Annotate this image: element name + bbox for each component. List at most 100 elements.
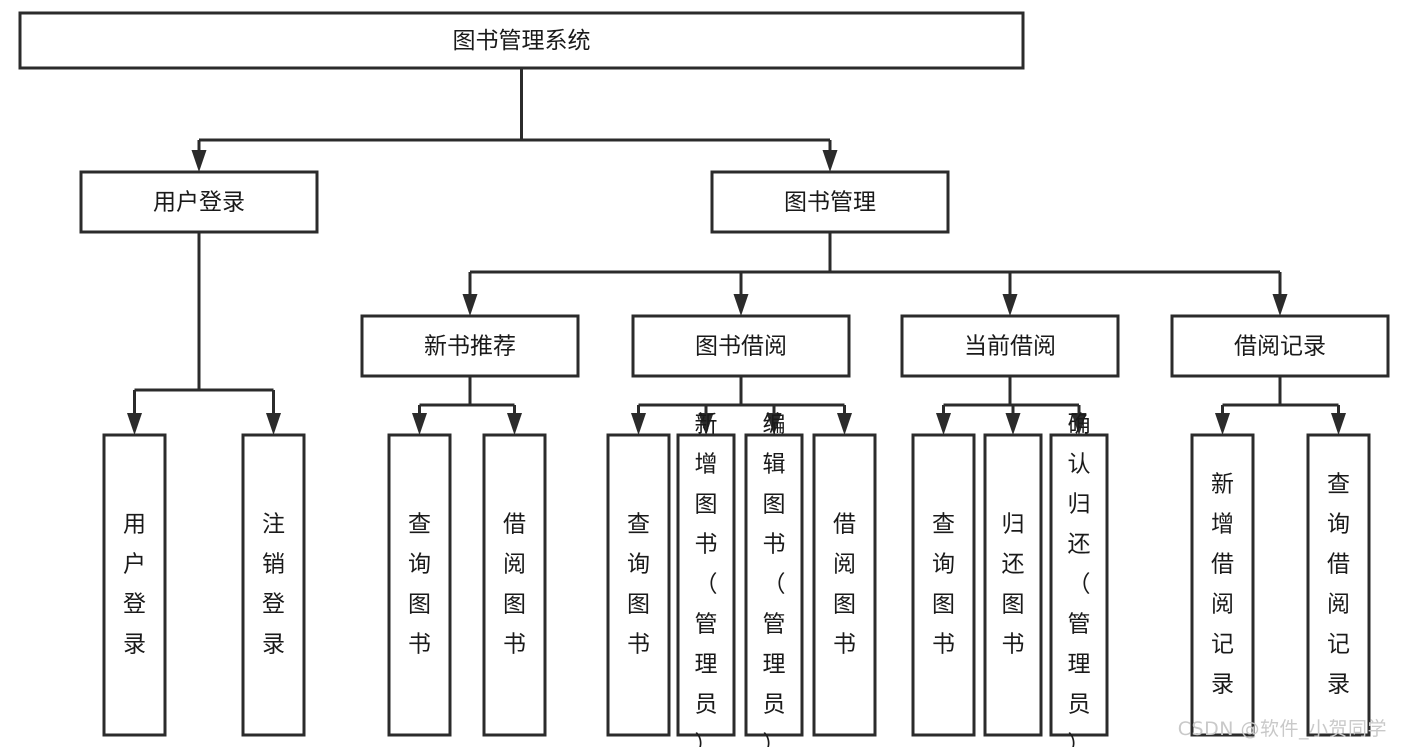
node-box-leaf-add-record[interactable] bbox=[1190, 433, 1255, 737]
label-char: 询 bbox=[932, 552, 955, 578]
connector-layer bbox=[127, 68, 1346, 435]
edge-group-borrow-record bbox=[1215, 376, 1346, 435]
node-root[interactable]: 图书管理系统 bbox=[18, 11, 1025, 70]
label-char: 查 bbox=[627, 512, 650, 538]
node-box-leaf-return-book[interactable] bbox=[983, 433, 1043, 737]
label-char: 查 bbox=[1327, 472, 1350, 498]
node-book-borrow[interactable]: 图书借阅 bbox=[631, 314, 851, 378]
node-box-book-borrow[interactable] bbox=[631, 314, 851, 378]
arrow-head-book-borrow bbox=[733, 294, 749, 316]
label-char: 图 bbox=[503, 592, 526, 618]
arrow-head-borrow-record bbox=[1272, 294, 1288, 316]
label-char: 管 bbox=[1068, 612, 1091, 638]
node-box-leaf-query-record[interactable] bbox=[1306, 433, 1371, 737]
label-char: 销 bbox=[262, 552, 285, 578]
node-borrow-record[interactable]: 借阅记录 bbox=[1170, 314, 1390, 378]
arrow-head-leaf-borrow-book bbox=[837, 413, 852, 435]
node-box-book-manage[interactable] bbox=[710, 170, 950, 234]
arrow-head-user-login bbox=[191, 150, 207, 172]
label-char: 录 bbox=[1211, 672, 1234, 698]
label-char: 理 bbox=[1068, 652, 1091, 678]
node-label-new-book-rec: 新书推荐 bbox=[424, 334, 516, 360]
label-char: 书 bbox=[932, 632, 955, 658]
node-box-leaf-edit-book[interactable] bbox=[744, 433, 804, 737]
label-char: 确 bbox=[1068, 412, 1091, 438]
node-box-leaf-query-book-borrow[interactable] bbox=[606, 433, 671, 737]
label-char: 理 bbox=[695, 652, 718, 678]
node-user-login[interactable]: 用户登录 bbox=[79, 170, 319, 234]
label-char: （ bbox=[1068, 572, 1091, 598]
label-char: 阅 bbox=[1327, 592, 1350, 618]
label-char: 询 bbox=[627, 552, 650, 578]
label-char: 员 bbox=[695, 692, 718, 718]
node-label-root: 图书管理系统 bbox=[453, 28, 591, 54]
label-char: 员 bbox=[1068, 692, 1091, 718]
arrow-head-leaf-return-book bbox=[1005, 413, 1021, 435]
label-char: 增 bbox=[1211, 512, 1234, 538]
arrow-head-leaf-user-logout bbox=[266, 413, 281, 435]
label-char: 图 bbox=[763, 492, 786, 518]
label-char: 图 bbox=[1002, 592, 1025, 618]
node-box-leaf-user-logout[interactable] bbox=[241, 433, 306, 737]
arrow-head-leaf-query-book-rec bbox=[412, 413, 427, 435]
label-char: 员 bbox=[763, 692, 786, 718]
node-box-leaf-borrow-book-rec[interactable] bbox=[482, 433, 547, 737]
label-char: 户 bbox=[123, 552, 146, 578]
label-char: 阅 bbox=[833, 552, 856, 578]
node-box-leaf-confirm-return[interactable] bbox=[1049, 433, 1109, 737]
label-char: 书 bbox=[763, 532, 786, 558]
label-char: 图 bbox=[833, 592, 856, 618]
label-char: 认 bbox=[1068, 452, 1091, 478]
node-box-leaf-query-book-cur[interactable] bbox=[911, 433, 976, 737]
label-char: 书 bbox=[1002, 632, 1025, 658]
arrow-head-leaf-user-login bbox=[127, 413, 142, 435]
node-box-current-borrow[interactable] bbox=[900, 314, 1120, 378]
label-char: 增 bbox=[695, 452, 718, 478]
label-char: 查 bbox=[932, 512, 955, 538]
node-leaf-user-login[interactable]: 用户登录 bbox=[102, 433, 167, 737]
arrow-head-leaf-add-book bbox=[698, 413, 714, 435]
label-char: 辑 bbox=[763, 452, 786, 478]
node-label-current-borrow: 当前借阅 bbox=[964, 334, 1056, 360]
node-box-new-book-rec[interactable] bbox=[360, 314, 580, 378]
node-box-borrow-record[interactable] bbox=[1170, 314, 1390, 378]
node-box-root[interactable] bbox=[18, 11, 1025, 70]
node-label-user-login: 用户登录 bbox=[153, 190, 245, 216]
node-box-leaf-borrow-book[interactable] bbox=[812, 433, 877, 737]
node-current-borrow[interactable]: 当前借阅 bbox=[900, 314, 1120, 378]
node-box-leaf-user-login[interactable] bbox=[102, 433, 167, 737]
node-new-book-rec[interactable]: 新书推荐 bbox=[360, 314, 580, 378]
label-char: （ bbox=[763, 572, 786, 598]
label-char: 阅 bbox=[503, 552, 526, 578]
arrow-head-leaf-confirm-return bbox=[1071, 413, 1087, 435]
label-char: ） bbox=[1068, 732, 1091, 747]
label-char: 管 bbox=[695, 612, 718, 638]
node-box-user-login[interactable] bbox=[79, 170, 319, 234]
node-box-leaf-query-book-rec[interactable] bbox=[387, 433, 452, 737]
label-char: 图 bbox=[695, 492, 718, 518]
label-char: 询 bbox=[408, 552, 431, 578]
node-box-leaf-add-book[interactable] bbox=[676, 433, 736, 737]
label-char: 登 bbox=[262, 592, 285, 618]
label-char: 借 bbox=[503, 512, 526, 538]
node-book-manage[interactable]: 图书管理 bbox=[710, 170, 950, 234]
label-char: 图 bbox=[627, 592, 650, 618]
